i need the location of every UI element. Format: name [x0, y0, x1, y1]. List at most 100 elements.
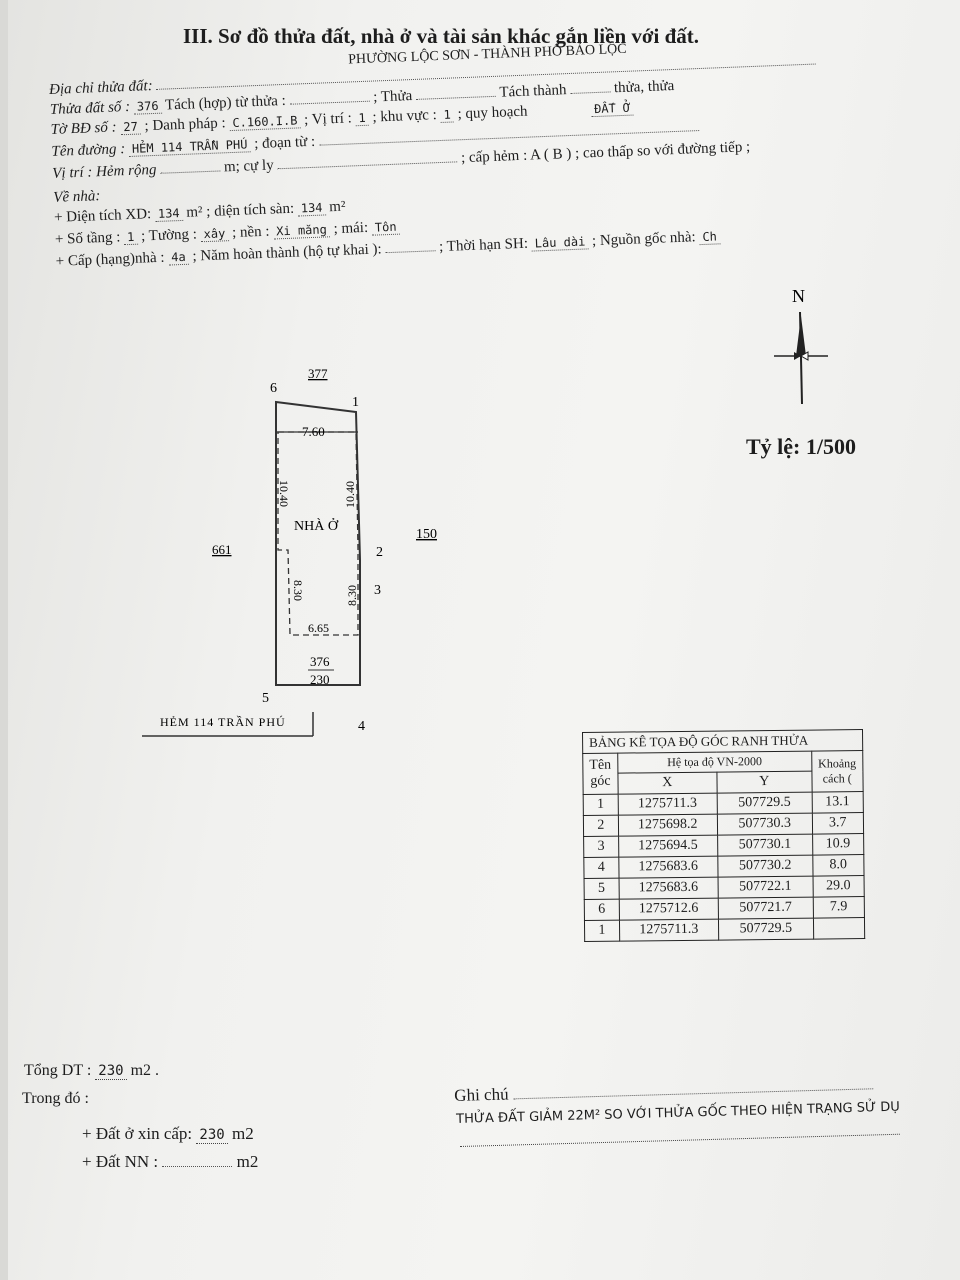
- north-label: N: [792, 286, 805, 306]
- cell-dist: 29.0: [812, 875, 865, 898]
- cell-y: 507721.7: [718, 897, 814, 920]
- coordinate-table: BẢNG KÊ TỌA ĐỘ GÓC RANH THỬA Tên góc Hệ …: [582, 729, 865, 942]
- notes-line: [460, 1133, 900, 1147]
- parcel-number: 376: [133, 98, 162, 115]
- cell-dist: 10.9: [812, 833, 864, 856]
- coordinate-table-box: BẢNG KÊ TỌA ĐỘ GÓC RANH THỬA Tên góc Hệ …: [582, 729, 865, 942]
- road-value: HẺM 114 TRẦN PHÚ: [128, 137, 251, 157]
- agri-unit: m2: [236, 1152, 259, 1171]
- build-area-label: + Diện tích XD:: [53, 206, 152, 226]
- agri-dots: [162, 1156, 233, 1167]
- cell-dist: [813, 917, 865, 940]
- sheet-label: Tờ BĐ số :: [50, 119, 117, 138]
- floor-area-unit: m²: [328, 198, 346, 216]
- floors-label: + Số tầng :: [54, 229, 121, 248]
- total-area-row: Tổng DT : 230 m2 .: [24, 1062, 159, 1080]
- house-section-label: Về nhà:: [52, 188, 101, 206]
- document-page: { "title": "III. Sơ đồ thửa đất, nhà ở v…: [8, 0, 960, 1280]
- col-dist-header: Khoảng cách (: [811, 750, 863, 793]
- alley-width-dots: [159, 160, 221, 174]
- term-label: ; Thời hạn SH:: [438, 235, 529, 256]
- parcel-info-form: PHƯỜNG LỘC SƠN - THÀNH PHỐ BẢO LỘC Địa c…: [48, 29, 877, 300]
- vertex-5: 5: [262, 691, 269, 706]
- parcel-dots: [415, 85, 497, 100]
- split-into-label: Tách thành: [499, 82, 567, 101]
- wall-value: xây: [200, 226, 229, 243]
- position-label: ; Vị trí :: [303, 110, 353, 129]
- sheet-number: 27: [120, 119, 142, 136]
- dim-right-upper: 10.40: [343, 481, 357, 508]
- cell-x: 1275712.6: [619, 898, 719, 921]
- road-label: HẺM 114 TRẦN PHÚ: [160, 714, 286, 729]
- cell-x: 1275711.3: [619, 919, 719, 942]
- cell-y: 507730.3: [717, 813, 813, 836]
- vertex-6: 6: [270, 381, 277, 396]
- among-label: Trong đó :: [22, 1090, 89, 1107]
- agri-row: + Đất NN : m2: [82, 1152, 258, 1172]
- cell-x: 1275694.5: [618, 835, 718, 858]
- compass-icon: [774, 311, 828, 405]
- code-value: C.160.I.B: [229, 113, 301, 132]
- split-dots: [289, 90, 370, 105]
- dim-bottom-width: 6.65: [308, 621, 329, 635]
- col-coord-header: Hệ tọa độ VN-2000: [617, 751, 812, 774]
- address-label: Địa chỉ thửa đất:: [48, 78, 153, 98]
- neighbor-left: 661: [212, 542, 232, 557]
- floor-area-value: 134: [297, 200, 326, 217]
- col-dist-line2: cách (: [822, 771, 852, 786]
- cell-dist: 13.1: [811, 791, 864, 814]
- residential-value: 230: [196, 1127, 228, 1144]
- col-name-header: Tên góc: [582, 753, 618, 795]
- segment-label: ; đoạn từ :: [253, 133, 316, 153]
- cell-dist: 3.7: [812, 812, 864, 835]
- notes-label: Ghi chú: [454, 1084, 509, 1105]
- location-label: Vị trí : Hẻm rộng: [52, 161, 157, 182]
- house-section-row: Về nhà:: [53, 188, 101, 207]
- zone-label: ; khu vực :: [372, 107, 438, 126]
- cell-x: 1275711.3: [617, 793, 718, 816]
- neighbor-right: 150: [416, 527, 437, 542]
- vertex-3: 3: [374, 583, 381, 598]
- parcel-label: Thửa đất số :: [49, 98, 131, 118]
- cell-name: 2: [583, 815, 619, 837]
- cell-name: 3: [583, 836, 619, 858]
- grade-label: + Cấp (hạng)nhà :: [55, 249, 165, 270]
- cell-y: 507722.1: [717, 876, 814, 899]
- term-value: Lâu dài: [531, 234, 589, 252]
- residential-unit: m2: [231, 1124, 254, 1143]
- cell-name: 6: [584, 899, 620, 921]
- planning-label: ; quy hoạch: [457, 103, 528, 123]
- cell-dist: 8.0: [812, 854, 864, 877]
- build-area-value: 134: [154, 205, 183, 223]
- cell-name: 1: [583, 794, 619, 816]
- parcel-boundary: [275, 400, 361, 686]
- floors-value: 1: [123, 229, 138, 246]
- split-into-text: thửa, thửa: [613, 77, 675, 97]
- col-dist-line1: Khoảng: [818, 756, 857, 771]
- floor-label: ; nền :: [231, 223, 270, 242]
- house-outline: [277, 431, 359, 636]
- floor-area-label: m² ; diện tích sàn:: [186, 200, 295, 221]
- position-value: 1: [355, 110, 370, 127]
- cell-x: 1275698.2: [618, 814, 718, 837]
- roof-label: ; mái:: [333, 219, 369, 238]
- dim-top-width: 7.60: [302, 424, 325, 439]
- col-x-header: X: [617, 772, 717, 795]
- planning-value: ĐẤT Ở: [590, 100, 634, 118]
- dim-left-lower: 8.30: [291, 580, 305, 601]
- grade-value: 4a: [168, 249, 190, 266]
- cell-y: 507729.5: [718, 918, 814, 941]
- vertex-1: 1: [352, 395, 359, 410]
- house-label: NHÀ Ở: [294, 517, 339, 534]
- cell-name: 1: [584, 920, 620, 942]
- cell-dist: 7.9: [813, 896, 865, 919]
- parcel-plan: HẺM 114 TRẦN PHÚ 377 661 150 7.60 10.40 …: [142, 366, 437, 737]
- wall-label: ; Tường :: [140, 226, 198, 245]
- cell-y: 507730.2: [717, 855, 813, 878]
- total-area-unit: m2 .: [130, 1062, 160, 1079]
- scale-label: Tỷ lệ: 1/500: [746, 434, 856, 459]
- code-label: ; Danh pháp :: [144, 115, 226, 135]
